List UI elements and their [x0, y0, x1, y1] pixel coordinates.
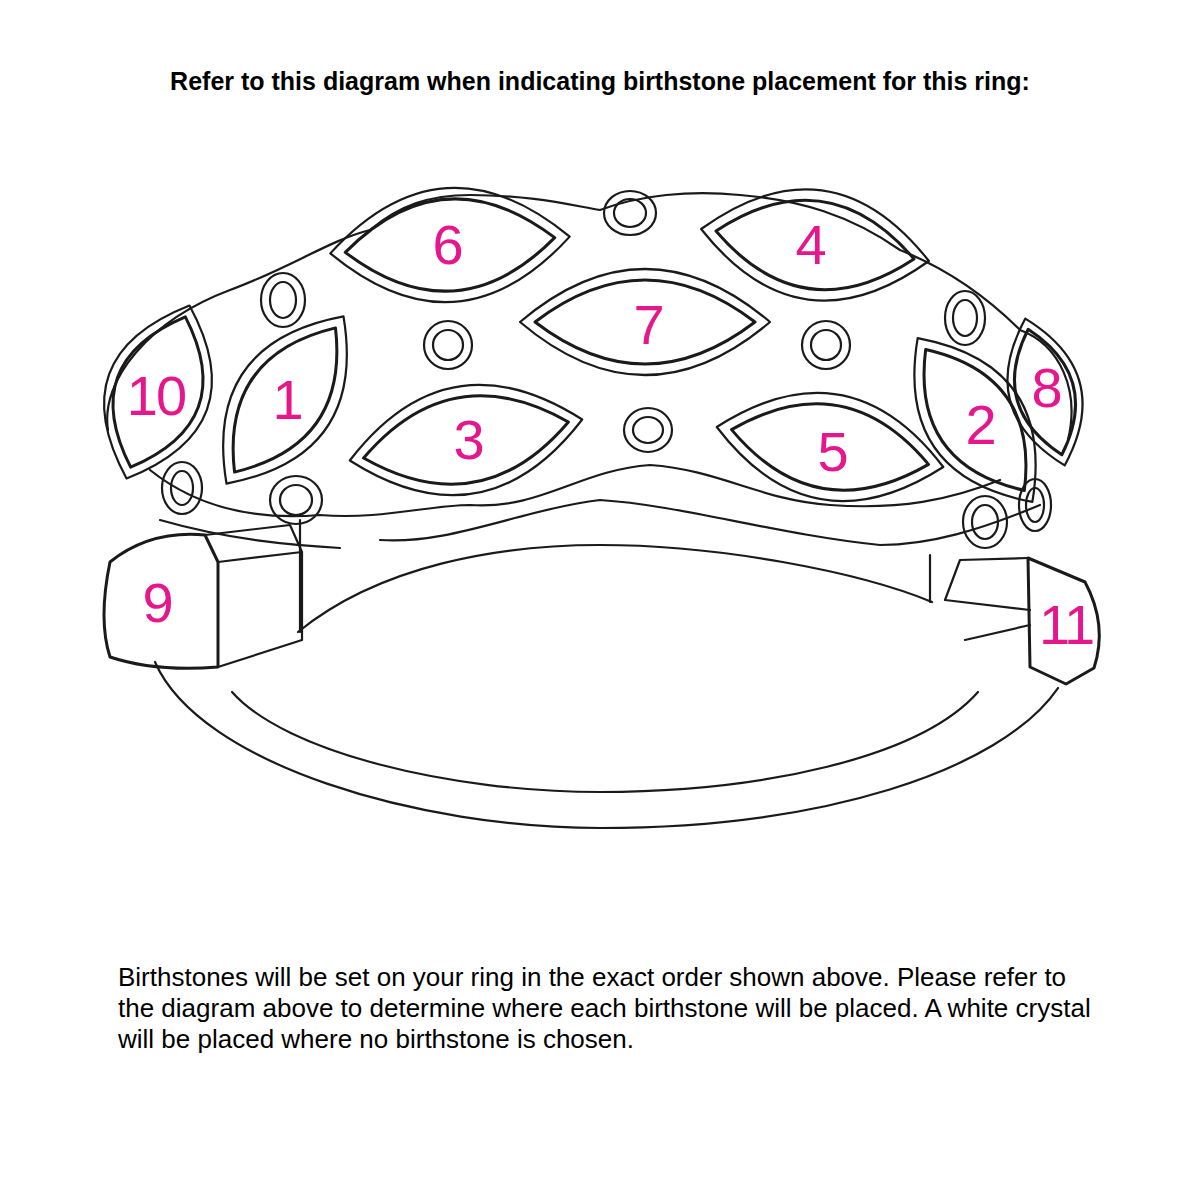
callout-number: 11	[1039, 597, 1093, 653]
diagram-caption: Birthstones will be set on your ring in …	[118, 962, 1103, 1055]
end-stone	[104, 534, 218, 668]
round-accent-stones	[162, 191, 1051, 548]
callout-number: 5	[817, 424, 846, 480]
setting-lower-edge	[150, 465, 1000, 516]
callout-number: 7	[633, 297, 662, 353]
shank-walls	[300, 520, 1030, 640]
callout-number: 6	[432, 217, 461, 273]
callout-number: 9	[142, 575, 171, 631]
end-bezel	[945, 558, 1030, 610]
callout-number: 8	[1031, 360, 1060, 416]
shank-top	[298, 545, 932, 632]
callout-number: 2	[965, 397, 994, 453]
shank-inner	[232, 692, 978, 792]
callout-number: 10	[127, 368, 185, 424]
callout-number: 4	[795, 217, 824, 273]
end-bezel	[205, 525, 302, 667]
diagram-title: Refer to this diagram when indicating bi…	[170, 67, 1030, 96]
shank-outer	[155, 662, 1058, 828]
end-stone	[1028, 558, 1099, 684]
callout-number: 1	[272, 372, 301, 428]
callout-number: 3	[453, 412, 482, 468]
marquise-stones	[78, 175, 1100, 530]
